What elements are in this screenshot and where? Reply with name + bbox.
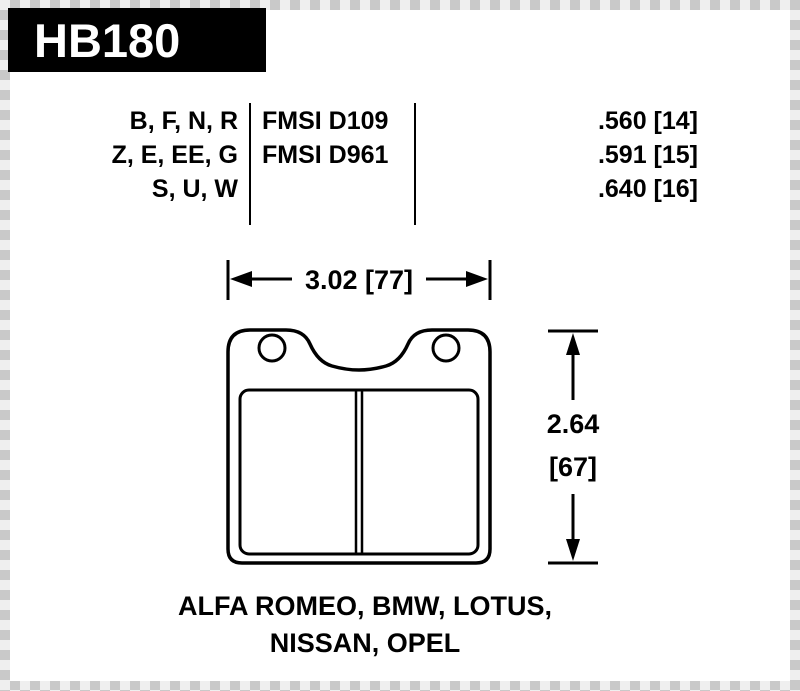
height-dimension xyxy=(548,329,598,565)
table-divider xyxy=(249,103,251,225)
pad-thickness-column: .560 [14] .591 [15] .640 [16] xyxy=(498,104,698,206)
applications-line-2: NISSAN, OPEL xyxy=(269,628,461,658)
thickness-row: .591 [15] xyxy=(597,141,698,169)
mounting-hole-left xyxy=(257,333,287,363)
part-number-banner: HB180 xyxy=(8,8,266,72)
thickness-row: .560 [14] xyxy=(597,107,698,135)
fmsi-row: FMSI D961 xyxy=(262,141,389,169)
fmsi-row xyxy=(262,172,412,206)
compound-codes-row: Z, E, EE, G xyxy=(111,141,238,169)
brake-pad-drawing: 3.02 [77] 2.64 [67] xyxy=(200,248,620,578)
thickness-row: .640 [16] xyxy=(597,175,698,203)
height-dimension-label-inches: 2.64 xyxy=(547,409,600,439)
width-dimension xyxy=(226,260,492,300)
vehicle-applications: ALFA ROMEO, BMW, LOTUS, NISSAN, OPEL xyxy=(100,588,630,662)
width-dimension-label: 3.02 [77] xyxy=(305,265,413,295)
height-arrowhead-bottom xyxy=(566,539,580,561)
compound-codes-column: B, F, N, R Z, E, EE, G S, U, W xyxy=(60,104,238,206)
backing-plate-outline xyxy=(226,328,492,565)
fmsi-row: FMSI D109 xyxy=(262,107,389,135)
table-divider xyxy=(414,103,416,225)
brake-pad-shape xyxy=(226,328,492,565)
width-arrowhead-left xyxy=(230,271,252,287)
fmsi-column: FMSI D109 FMSI D961 xyxy=(262,104,412,206)
compound-codes-row: S, U, W xyxy=(151,175,238,203)
compound-spec-table: B, F, N, R Z, E, EE, G S, U, W FMSI D109… xyxy=(0,98,800,233)
height-dimension-label-mm: [67] xyxy=(549,452,597,482)
height-arrowhead-top xyxy=(566,333,580,355)
width-arrowhead-right xyxy=(466,271,488,287)
applications-line-1: ALFA ROMEO, BMW, LOTUS, xyxy=(178,591,552,621)
compound-codes-row: B, F, N, R xyxy=(129,107,238,135)
friction-surface-outline xyxy=(238,388,480,556)
mounting-hole-right xyxy=(431,333,461,363)
sheet-background xyxy=(10,10,790,681)
part-number: HB180 xyxy=(34,13,181,67)
technical-drawing-svg: 3.02 [77] 2.64 [67] xyxy=(226,260,600,565)
